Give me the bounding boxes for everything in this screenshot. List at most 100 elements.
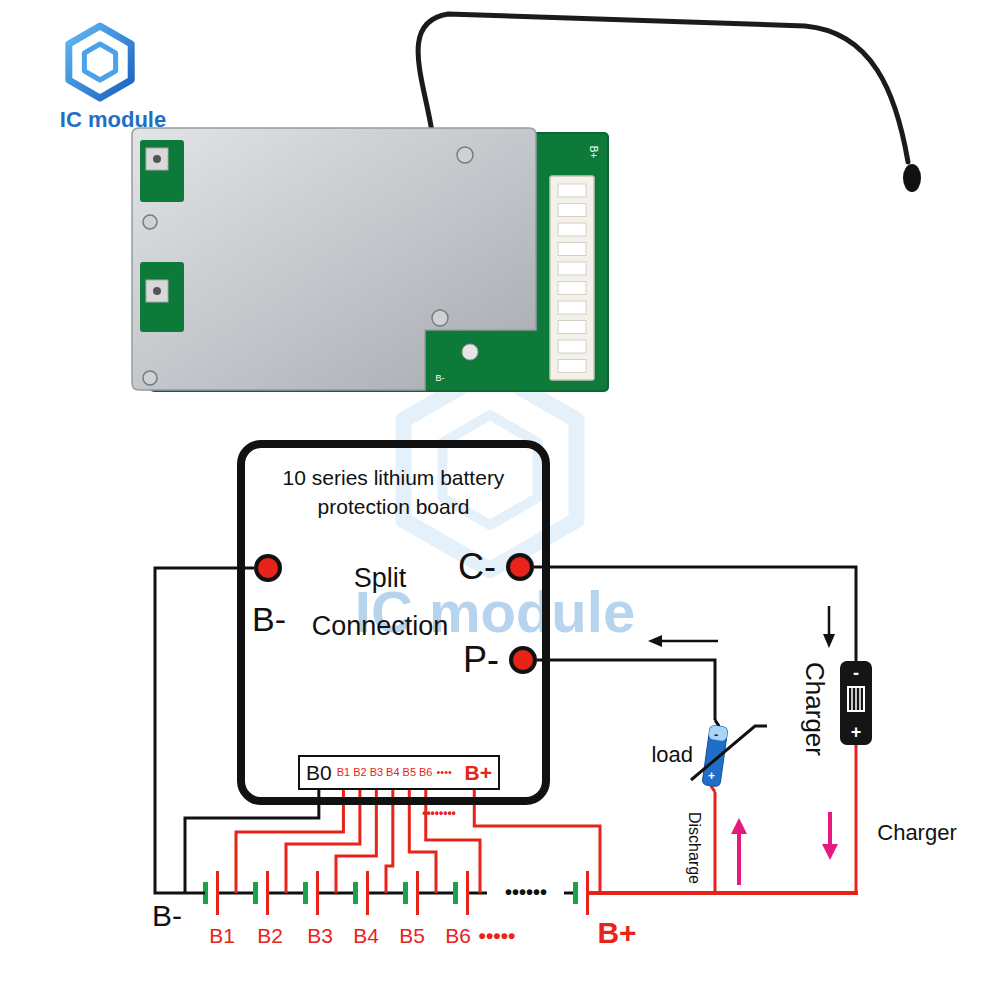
pin-label: •••• [437,767,452,778]
board-title: 10 series lithium battery protection boa… [245,463,542,521]
board-subtitle: Split Connection [295,554,465,650]
mounting-tab [146,148,168,170]
cell-negative-plate [453,882,458,904]
cell-positive-plate [266,871,269,915]
cell-label: B4 [353,925,379,946]
terminal-label: C- [458,549,496,585]
logo-icon [84,44,115,80]
balance-wire [185,790,319,893]
screw [143,371,157,385]
protection-board: 10 series lithium battery protection boa… [237,440,550,805]
silkscreen-label: B+ [588,146,598,159]
cell-positive-plate [586,871,589,915]
cell-positive-plate [216,871,589,915]
polarity-mark: + [840,723,872,741]
mounting-tab [153,155,161,163]
pin-label: B3 [370,767,383,778]
silkscreen-label: B- [436,374,445,383]
cell-positive-plate [466,871,469,915]
logo-text: IC module [60,109,166,131]
battery-cells [203,871,858,915]
mounting-tab [146,280,168,302]
terminal-label: B- [252,602,286,636]
cell-positive-plate [216,871,219,915]
cell-negative-plate [253,882,258,904]
terminal-label: P- [463,642,499,678]
current-arrow [648,635,662,647]
cell-negative-plate [303,882,308,904]
cell-connector [550,176,594,380]
balance-wire [236,790,343,893]
cell-negative-plate [403,882,408,904]
current-arrow [828,812,832,846]
cell-label: B5 [399,925,425,946]
mounting-tab [153,287,161,295]
flow-label: Charger [877,822,956,844]
balance-wire [426,790,480,893]
connector-slots [558,282,586,295]
aluminium-heatsink [132,128,536,390]
pin-label: B6 [419,767,432,778]
connector-wire [537,660,715,720]
connector-slots [558,301,586,314]
terminal-label: B+ [597,918,636,948]
current-arrow [737,832,741,885]
terminal-pad: C- [506,553,534,581]
cell-positive-plate [366,871,369,915]
cell-negative-plate [573,882,578,904]
logo-icon [69,26,131,98]
current-arrow [658,640,718,643]
pin-label: B1 [337,767,350,778]
pin-label: B5 [403,767,416,778]
connector-slots [558,223,586,236]
pin-label: B4 [386,767,399,778]
balance-wire [474,790,600,893]
connector-slots [558,184,586,373]
screw [143,147,473,385]
mounting-tab [140,140,184,202]
screw [432,310,448,326]
connector-slots [558,204,586,217]
component-label: load [651,743,693,767]
charger-symbol: Charger-+ [840,661,872,745]
screw [457,147,473,163]
balance-wire [336,790,376,893]
connector-slots [558,360,586,373]
positive-wire [855,745,858,893]
load-symbol: load-+ [703,720,727,792]
mounting-tab [140,140,184,332]
flow-label: Discharge [686,812,702,884]
current-arrow [828,606,831,638]
cell-label: B1 [209,925,235,946]
cell-dots: •••••• [505,882,547,902]
connector-slots [558,321,586,334]
terminal-pad: B- [254,554,282,582]
cell-negative-plate [203,882,578,904]
cell-negative-plate [353,882,358,904]
current-arrow [823,634,835,648]
component-label: Charger [802,662,828,756]
pin-dots: •••••••• [422,807,456,819]
polarity-mark: + [708,770,715,782]
positive-bus-wire [589,891,858,895]
current-arrow [822,844,838,860]
terminal-label: B- [152,901,182,931]
screw [143,215,157,229]
logo-icon [69,26,131,98]
pin-label: B2 [353,767,366,778]
mounting-tab [140,262,184,332]
solder-pad [462,344,478,360]
cell-label: B6 [445,925,471,946]
balance-wire [386,790,393,893]
cell-dots: ••••• [479,925,516,946]
current-arrow [731,818,747,834]
pin-label: B+ [457,762,492,783]
cell-positive-plate [316,871,319,915]
cell-label: B2 [257,925,283,946]
bms-board-photo [132,14,921,391]
cell-positive-plate [416,871,419,915]
polarity-mark: - [840,664,872,682]
